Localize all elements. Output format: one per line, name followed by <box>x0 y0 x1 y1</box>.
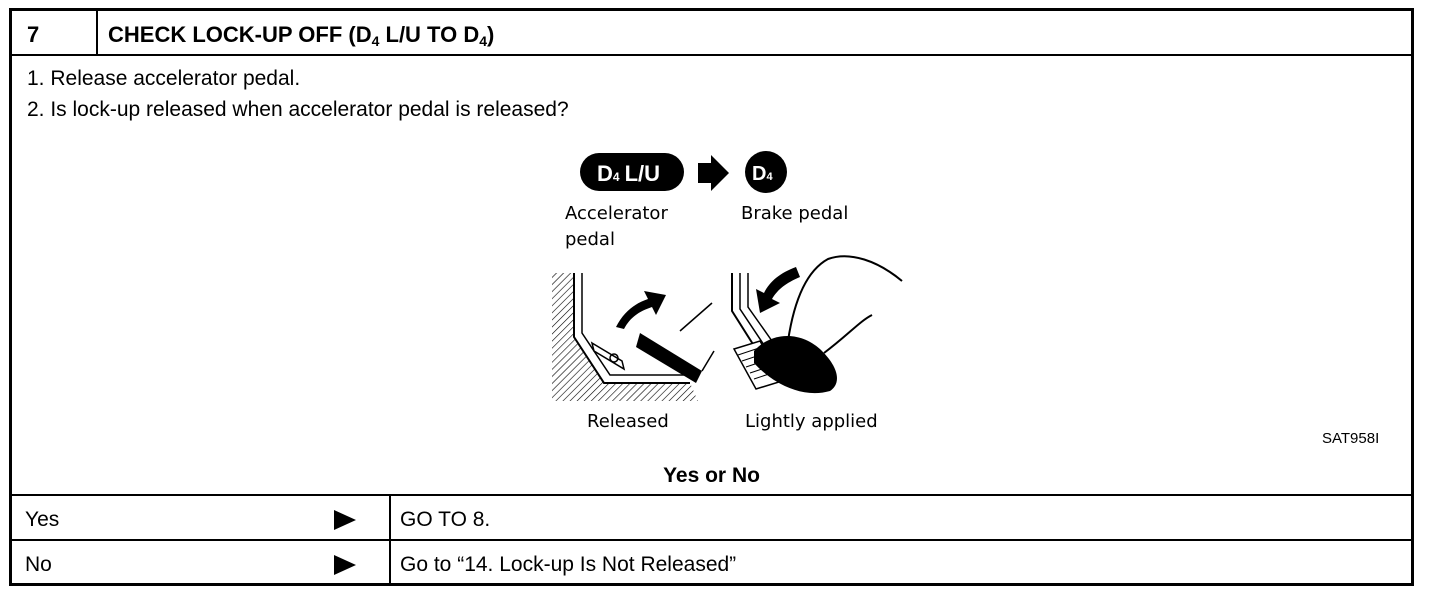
step-number: 7 <box>27 22 40 47</box>
arrow-right-icon <box>698 155 729 191</box>
procedure-table: 7 CHECK LOCK-UP OFF (D4 L/U TO D4) 1. Re… <box>9 8 1414 586</box>
header-divider <box>96 11 98 54</box>
label-lightly-applied: Lightly applied <box>745 411 878 432</box>
question: Yes or No <box>663 464 760 487</box>
instruction-2: 2. Is lock-up released when accelerator … <box>27 98 569 121</box>
answer-yes-label: Yes <box>25 508 60 531</box>
arrow-right-icon <box>334 555 356 575</box>
svg-text:D4: D4 <box>752 163 773 185</box>
label-released: Released <box>587 411 669 432</box>
instruction-1: 1. Release accelerator pedal. <box>27 67 301 90</box>
answer-no-label: No <box>25 553 52 576</box>
svg-text:D4L/U: D4L/U <box>597 161 660 186</box>
answers-top-border <box>12 494 1411 496</box>
answer-no-action: Go to “14. Lock-up Is Not Released” <box>400 553 737 576</box>
answer-yes-action: GO TO 8. <box>400 508 491 531</box>
badge-d4: D4 <box>745 151 787 193</box>
figure-code: SAT958I <box>1322 430 1380 447</box>
answers-middle-border <box>12 539 1411 541</box>
label-accelerator-pedal: Accelerator <box>565 203 668 224</box>
step-title: CHECK LOCK-UP OFF (D4 L/U TO D4) <box>108 22 495 49</box>
arrow-right-icon <box>334 510 356 530</box>
brake-pedal-drawing <box>731 255 903 394</box>
accelerator-pedal-drawing <box>552 273 715 401</box>
label-brake-pedal: Brake pedal <box>741 203 849 224</box>
answers-divider <box>389 494 391 583</box>
header-bottom-border <box>12 54 1411 56</box>
label-accelerator-pedal-2: pedal <box>565 229 615 250</box>
